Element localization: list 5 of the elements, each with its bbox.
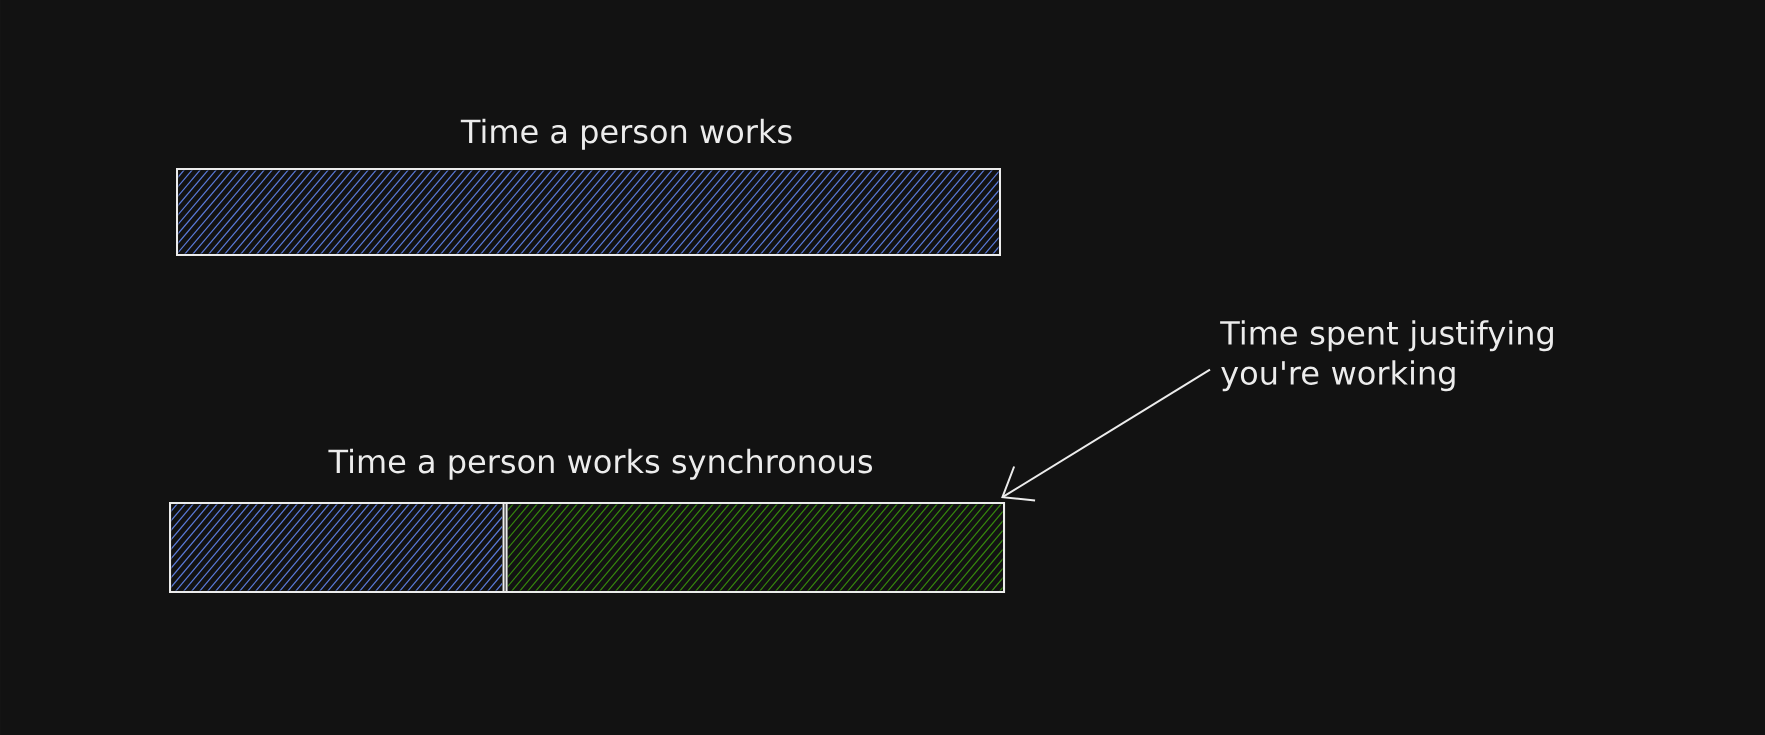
annotation-text: Time spent justifying you're working [1220, 320, 1553, 392]
bar-heading: Time a person works synchronous [328, 448, 872, 480]
bar-heading: Time a person works [460, 118, 792, 150]
arrow [1001, 368, 1211, 502]
bar-segment [169, 502, 505, 593]
